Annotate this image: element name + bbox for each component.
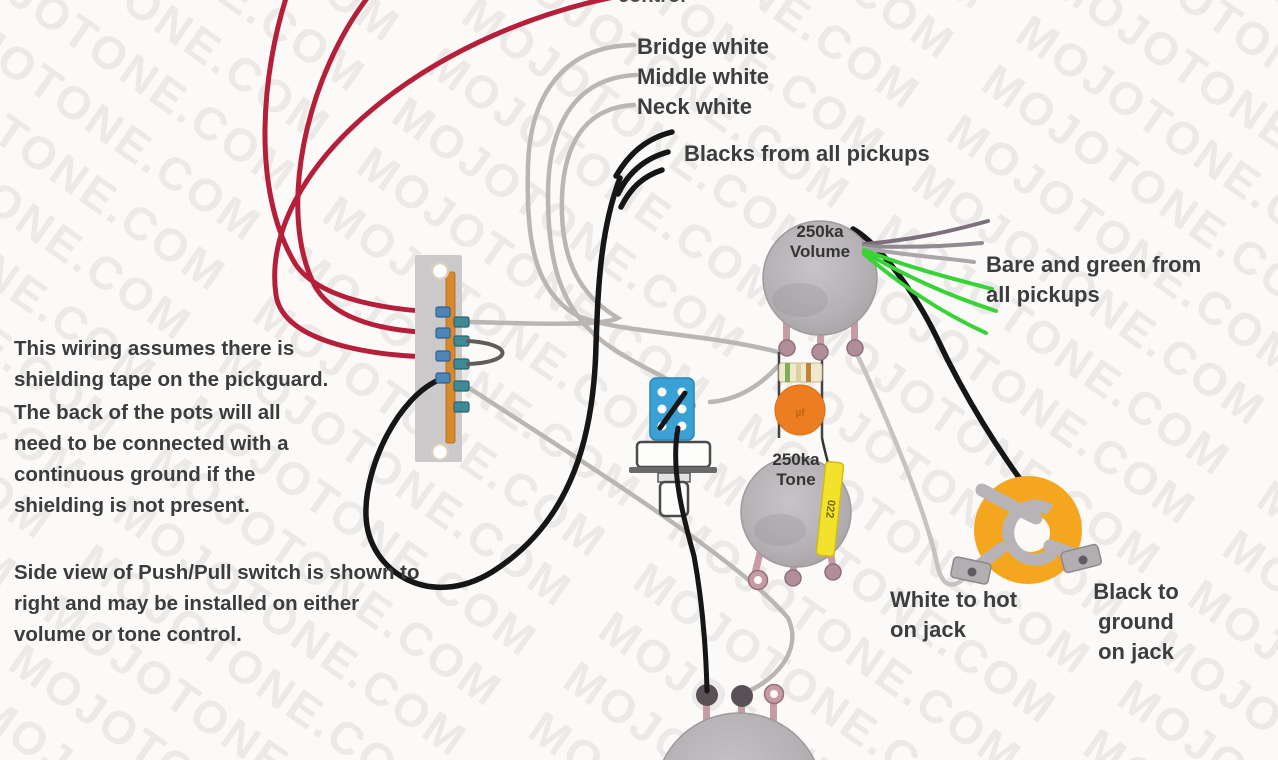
bleed-cap-marking: µf <box>795 408 805 419</box>
treble-bleed: µf <box>774 352 826 438</box>
note-ground: The back of the pots will all need to be… <box>14 401 289 517</box>
switch-lever-bar <box>657 390 688 431</box>
resistor-band <box>785 363 790 382</box>
switch-hole <box>657 404 667 414</box>
volume-pot-lug-stem <box>783 318 790 346</box>
bottom-pot-lug-stem <box>703 698 710 724</box>
strip-screw-top <box>430 261 450 281</box>
pot-shading <box>772 283 828 317</box>
bottom-pot-lug-stem <box>770 696 777 722</box>
tone-pot-lug-right <box>824 563 842 581</box>
jack-contact-ring <box>1002 499 1057 566</box>
black-ground-loop-wire <box>363 175 623 591</box>
bare-wire-3 <box>862 246 976 264</box>
volume-pot-lug-left <box>778 339 796 357</box>
black-stub-3 <box>618 167 665 210</box>
volume-pot-lug-middle <box>811 343 829 361</box>
strip-lug-teal-1 <box>453 316 470 328</box>
switch-hole <box>677 404 687 414</box>
bottom-pot-lug-left <box>696 684 718 706</box>
green-wire-3 <box>862 252 988 335</box>
tone-pot-lug-ring-hole <box>754 576 762 584</box>
label-blacks-from-pickups: Blacks from all pickups <box>684 141 930 166</box>
switch-flange <box>629 467 717 473</box>
jack-contact-arm-top <box>975 483 1043 525</box>
bare-wires <box>862 219 990 264</box>
jack-lug-screw <box>967 567 977 577</box>
strip-lug-teal-4 <box>453 380 470 392</box>
black-wires <box>363 129 1085 591</box>
green-wire-1 <box>862 248 994 291</box>
volume-pot-lug-right <box>846 339 864 357</box>
volume-pot-lug-stem <box>851 318 858 346</box>
middle-white-wire <box>545 72 697 409</box>
jack-lug-screw <box>1078 555 1088 565</box>
tone-cap-marking: 022 <box>823 499 837 519</box>
label-middle-white: Middle white <box>637 64 769 89</box>
label-white-to-hot: White to hot on jack <box>890 587 1018 642</box>
output-jack <box>950 476 1102 585</box>
volume-pot <box>762 220 878 361</box>
strip-lug-blue-1 <box>435 306 451 318</box>
red-wire-1 <box>262 0 439 315</box>
note-shielding: This wiring assumes there is shielding t… <box>14 337 329 391</box>
jack-hole <box>1012 514 1050 552</box>
green-wires <box>862 248 998 335</box>
neck-white-wire <box>461 102 637 327</box>
volume-pot-body <box>762 220 878 336</box>
bottom-pot-body <box>662 712 816 760</box>
push-pull-switch <box>629 377 717 518</box>
label-neck-white: Neck white <box>637 94 752 119</box>
bleed-disc-capacitor <box>774 384 826 436</box>
strip-to-tone-wire <box>463 383 795 695</box>
strip-lug-blue-3 <box>435 350 451 362</box>
switch-to-volume-wire <box>707 363 781 405</box>
black-switch-to-pot-wire <box>673 425 710 694</box>
bare-wire-1 <box>862 219 990 246</box>
switch-threaded-collar <box>657 472 691 483</box>
bottom-pot-lug-middle <box>731 685 753 707</box>
tone-pot: 022 <box>740 437 852 591</box>
tone-pot-lug-middle <box>784 569 802 587</box>
black-stub-2 <box>615 149 671 197</box>
switch-hole <box>657 387 667 397</box>
bridge-white-wire <box>525 42 781 355</box>
terminal-strip-lugs <box>435 306 505 413</box>
strip-lug-teal-5 <box>453 401 470 413</box>
bare-wire-2 <box>862 241 984 249</box>
green-wire-2 <box>862 250 998 313</box>
strip-lug-blue-2 <box>435 327 451 339</box>
pot-shading <box>754 514 806 546</box>
resistor-band <box>796 363 801 382</box>
label-bare-and-green: Bare and green from all pickups <box>986 252 1202 307</box>
tone-capacitor: 022 <box>815 460 845 558</box>
strip-jumper-wire <box>466 339 505 366</box>
red-pickup-wires <box>262 0 613 360</box>
bottom-pot <box>662 683 816 760</box>
tone-pot-lug-stem <box>751 551 764 575</box>
tone-cap-lead <box>820 437 830 464</box>
strip-screw-bottom <box>430 442 450 462</box>
strip-lug-blue-4 <box>435 372 451 384</box>
red-wire-2 <box>295 0 441 336</box>
bottom-pot-lug-stem <box>738 698 745 724</box>
white-to-jack-wire <box>853 349 971 587</box>
black-stub-1 <box>613 129 675 179</box>
volume-pot-lug-stem <box>817 322 824 350</box>
label-black-to-ground: Black to ground on jack <box>1093 579 1179 664</box>
note-push-pull: Side view of Push/Pull switch is shown t… <box>14 561 420 646</box>
label-bridge-white: Bridge white <box>637 34 770 59</box>
resistor-band <box>806 363 811 382</box>
clipped-top-label: control <box>618 0 798 7</box>
bottom-pot-lug-ring-hole <box>770 690 778 698</box>
red-wire-3 <box>272 0 613 360</box>
